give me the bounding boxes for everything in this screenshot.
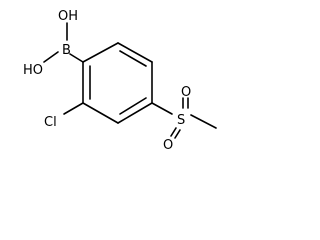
bond-s-o-bottom-a [170, 127, 177, 137]
bond-ring-s [151, 102, 173, 115]
ring-bond-c3-c4 [117, 102, 153, 124]
atom-label-chlorine: Cl [44, 115, 57, 130]
ring-bond-c6-c1 [82, 42, 119, 63]
ring-double-bond-inner-right-top [119, 50, 147, 67]
atom-label-oxygen-bottom: O [163, 138, 173, 153]
bond-s-o-bottom-b [174, 129, 181, 139]
atom-label-oxygen-top: O [181, 85, 191, 100]
molecule-canvas: OH B HO Cl S O O [23, 9, 217, 153]
ring-bond-c4-c5 [82, 102, 119, 124]
atom-label-boron: B [62, 43, 71, 58]
bond-ring-b [69, 53, 84, 63]
ring-double-bond-inner-right-bottom [119, 97, 147, 115]
atom-label-oh-top: OH [58, 9, 78, 24]
atom-label-ho-left: HO [23, 63, 43, 78]
atom-label-sulfur: S [177, 113, 185, 128]
bond-b-oh-left [43, 51, 59, 63]
bond-s-methyl [190, 114, 217, 129]
structure-diagram: OH B HO Cl S O O [23, 9, 217, 153]
bond-ring-cl [63, 102, 84, 115]
ring-bond-c1-c2 [117, 42, 153, 63]
